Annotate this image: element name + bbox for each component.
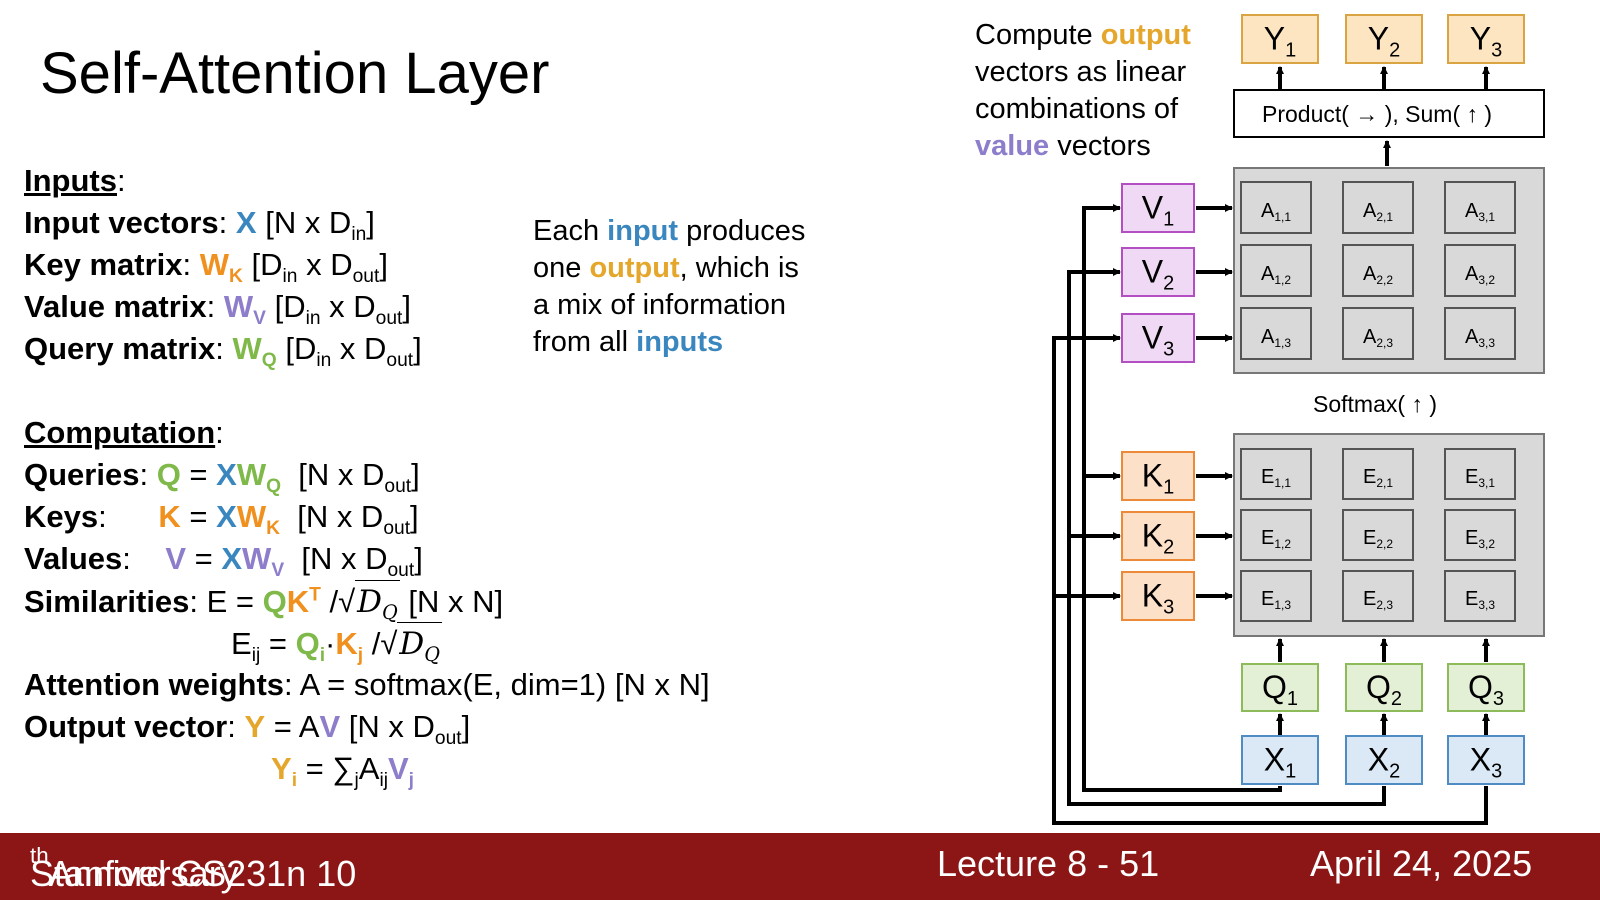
key-matrix-line: Key matrix: WK [Din x Dout] — [24, 247, 388, 288]
input-box-x3 — [1447, 735, 1525, 785]
e-cell-label-3-1: E3,1 — [1465, 466, 1495, 490]
route-x2-to-v2 — [1067, 268, 1386, 806]
a-cell-2-3 — [1342, 307, 1414, 360]
input-box-x1 — [1241, 735, 1319, 785]
values-line: Values: V = XWV [N x Dout] — [24, 541, 423, 582]
e-cell-label-3-3: E3,3 — [1465, 588, 1495, 612]
a-cell-1-3 — [1240, 307, 1312, 360]
footer-lecture: Lecture 8 - 51 — [937, 843, 1160, 884]
e-cell-label-1-1: E1,1 — [1261, 466, 1291, 490]
e-cell-1-2 — [1240, 509, 1312, 561]
query-box-q3-label: Q3 — [1468, 669, 1504, 710]
a-cell-label-2-3: A2,3 — [1363, 326, 1393, 350]
output-box-y1-label: Y1 — [1264, 21, 1296, 62]
a-cell-label-3-1: A3,1 — [1465, 200, 1495, 224]
a-cell-3-2 — [1444, 244, 1516, 297]
output-box-y1 — [1241, 14, 1319, 64]
inputs-heading: Inputs — [24, 163, 117, 198]
attention-weights-line: Attention weights: A = softmax(E, dim=1)… — [24, 667, 710, 702]
input-box-x3-label: X3 — [1470, 742, 1502, 783]
note-each-input: Each input produces one output, which is… — [533, 215, 806, 358]
output-vector-line: Output vector: Y = AV [N x Dout] — [24, 709, 471, 750]
a-cell-label-2-1: A2,1 — [1363, 200, 1393, 224]
query-box-q1-label: Q1 — [1262, 669, 1298, 710]
query-box-q2-label: Q2 — [1366, 669, 1402, 710]
key-box-k2-label: K2 — [1142, 518, 1174, 559]
a-cell-1-2 — [1240, 244, 1312, 297]
e-cell-label-3-2: E3,2 — [1465, 527, 1495, 551]
output-box-y3 — [1447, 14, 1525, 64]
similarities-elementwise-line: Eij = Qi·Kj /√DQ — [24, 622, 710, 665]
note-compute-output: Compute output vectors as linear combina… — [975, 19, 1191, 162]
queries-line: Queries: Q = XWQ [N x Dout] — [24, 457, 420, 498]
a-cell-3-1 — [1444, 181, 1516, 234]
value-box-v3 — [1121, 313, 1195, 363]
output-elementwise-line: Yi = ∑jAijVj — [271, 751, 415, 792]
computation-section: Computation: Queries: Q = XWQ [N x Dout]… — [24, 415, 710, 792]
product-sum-box — [1233, 89, 1545, 138]
product-sum-label: Product( → ), Sum( ↑ ) — [1262, 101, 1492, 127]
a-cell-label-1-1: A1,1 — [1261, 200, 1291, 224]
e-cell-2-2 — [1342, 509, 1414, 561]
footer-date: April 24, 2025 — [1310, 843, 1533, 884]
key-box-k1 — [1121, 451, 1195, 501]
e-cell-label-2-3: E2,3 — [1363, 588, 1393, 612]
e-cell-1-3 — [1240, 570, 1312, 622]
route-x1-to-v1 — [1082, 204, 1282, 792]
value-box-v2 — [1121, 247, 1195, 297]
query-box-q1 — [1241, 663, 1319, 712]
input-box-x2-label: X2 — [1368, 742, 1400, 783]
output-box-y3-label: Y3 — [1470, 21, 1502, 62]
value-box-v3-label: V3 — [1142, 320, 1174, 361]
key-box-k3-label: K3 — [1142, 578, 1174, 619]
keys-line: Keys: K = XWK [N x Dout] — [24, 499, 419, 540]
e-cell-2-1 — [1342, 448, 1414, 500]
a-cell-1-1 — [1240, 181, 1312, 234]
a-cell-label-1-3: A1,3 — [1261, 326, 1291, 350]
value-box-v1 — [1121, 183, 1195, 233]
e-cell-3-1 — [1444, 448, 1516, 500]
sqrt-dq: DQ — [355, 580, 400, 623]
output-box-y2 — [1345, 14, 1423, 64]
key-box-k2 — [1121, 511, 1195, 561]
query-matrix-line: Query matrix: WQ [Din x Dout] — [24, 331, 422, 372]
value-box-v2-label: V2 — [1142, 254, 1174, 295]
a-cell-3-3 — [1444, 307, 1516, 360]
output-box-y2-label: Y2 — [1368, 21, 1400, 62]
inputs-section: Inputs: Input vectors: X [N x Din] Key m… — [24, 163, 422, 372]
key-box-k1-label: K1 — [1142, 458, 1174, 499]
e-cell-1-1 — [1240, 448, 1312, 500]
e-cell-label-1-2: E1,2 — [1261, 527, 1291, 551]
softmax-label: Softmax( ↑ ) — [1313, 391, 1437, 417]
e-cell-2-3 — [1342, 570, 1414, 622]
a-cell-label-3-2: A3,2 — [1465, 263, 1495, 287]
e-cell-label-1-3: E1,3 — [1261, 588, 1291, 612]
a-cell-2-1 — [1342, 181, 1414, 234]
e-cell-label-2-2: E2,2 — [1363, 527, 1393, 551]
query-box-q2 — [1345, 663, 1423, 712]
query-box-q3 — [1447, 663, 1525, 712]
input-box-x2 — [1345, 735, 1423, 785]
e-cell-3-3 — [1444, 570, 1516, 622]
a-cell-2-2 — [1342, 244, 1414, 297]
key-box-k3 — [1121, 571, 1195, 621]
a-cell-label-2-2: A2,2 — [1363, 263, 1393, 287]
input-vectors-line: Input vectors: X [N x Din] — [24, 205, 375, 246]
input-box-x1-label: X1 — [1264, 742, 1296, 783]
slide-title: Self-Attention Layer — [40, 41, 550, 106]
a-cell-label-1-2: A1,2 — [1261, 263, 1291, 287]
e-cell-label-2-1: E2,1 — [1363, 466, 1393, 490]
value-box-v1-label: V1 — [1142, 190, 1174, 231]
route-x3-to-v3 — [1052, 334, 1488, 825]
a-cell-label-3-3: A3,3 — [1465, 326, 1495, 350]
similarities-line: Similarities: E = QKT /√DQ [N x N] — [24, 580, 710, 622]
e-cell-3-2 — [1444, 509, 1516, 561]
value-matrix-line: Value matrix: WV [Din x Dout] — [24, 289, 411, 330]
computation-heading: Computation — [24, 415, 216, 450]
